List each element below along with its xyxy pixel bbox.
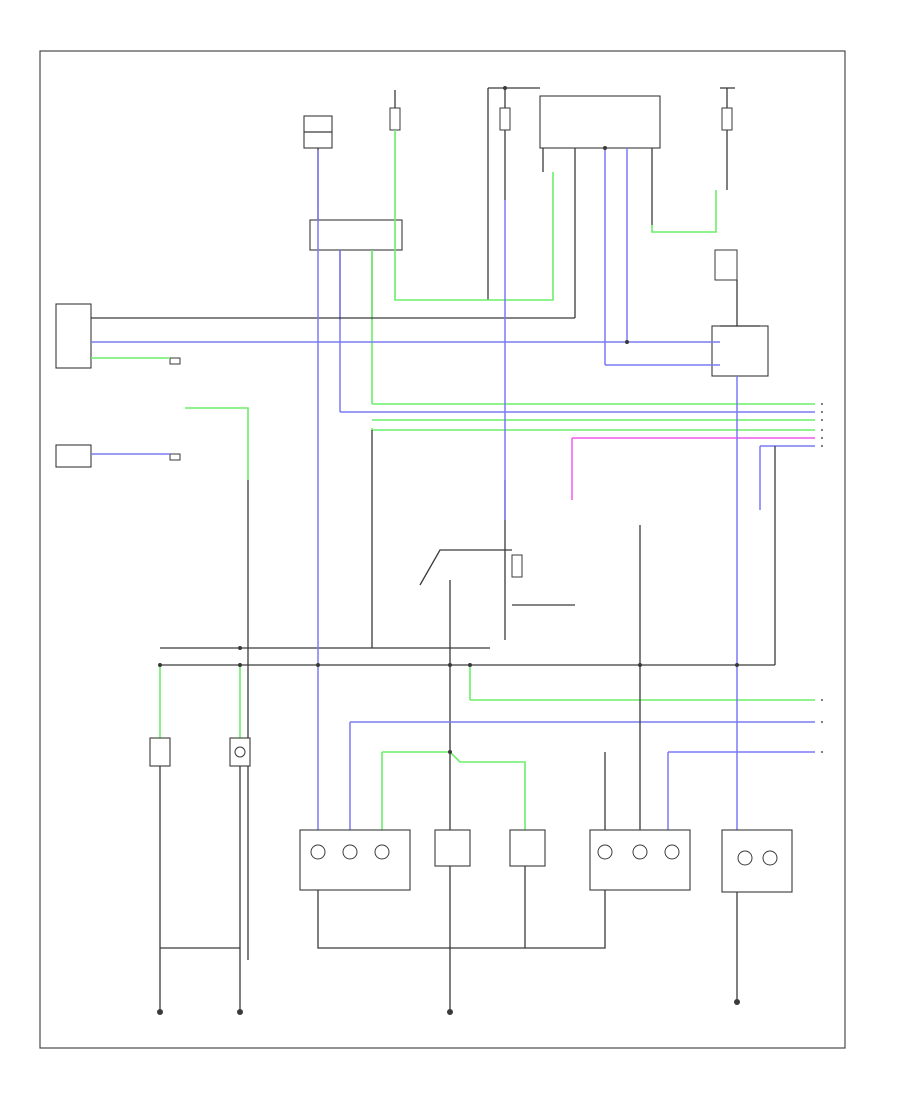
- left-rear-combination-lamp: [299, 829, 411, 891]
- middle-components: [419, 200, 575, 640]
- left-side-marker-lamp: [434, 829, 471, 867]
- fuse-center: [499, 107, 511, 131]
- right-rear-combination-lamp: [589, 829, 691, 891]
- left-connector-top: [55, 303, 92, 369]
- right-side-marker-lamp: [509, 829, 546, 867]
- ground-block-b: [169, 453, 181, 461]
- left-connector-bottom: [55, 444, 92, 468]
- fuse-right: [721, 107, 733, 131]
- diagram-frame: [39, 50, 846, 1049]
- ground-point-4: [734, 999, 740, 1005]
- stop-lamp-switch: [714, 249, 738, 281]
- left-license-lamp: [149, 737, 171, 767]
- lamps: [149, 737, 793, 893]
- ground-point-3: [447, 1009, 453, 1015]
- left-connector-module: [55, 303, 181, 468]
- ground-block-a: [169, 357, 181, 365]
- connector-ends: [821, 403, 823, 753]
- ground-point-2: [237, 1009, 243, 1015]
- horizontal-bus: [91, 280, 815, 960]
- top-wires: [317, 87, 735, 412]
- main-black-bus: [160, 430, 776, 666]
- combination-switch: [511, 554, 523, 578]
- fuse-green-feed: [389, 107, 401, 131]
- light-control-switch: [539, 95, 661, 149]
- lamp-feeds: [159, 210, 815, 830]
- junction-dots: [158, 86, 739, 754]
- high-mount-stop-lamp: [721, 829, 793, 893]
- ground-returns: [157, 766, 740, 1015]
- ground-point-1: [157, 1009, 163, 1015]
- tail-relay: [711, 325, 769, 377]
- top-components: [303, 95, 769, 377]
- junction-connector: [309, 219, 403, 251]
